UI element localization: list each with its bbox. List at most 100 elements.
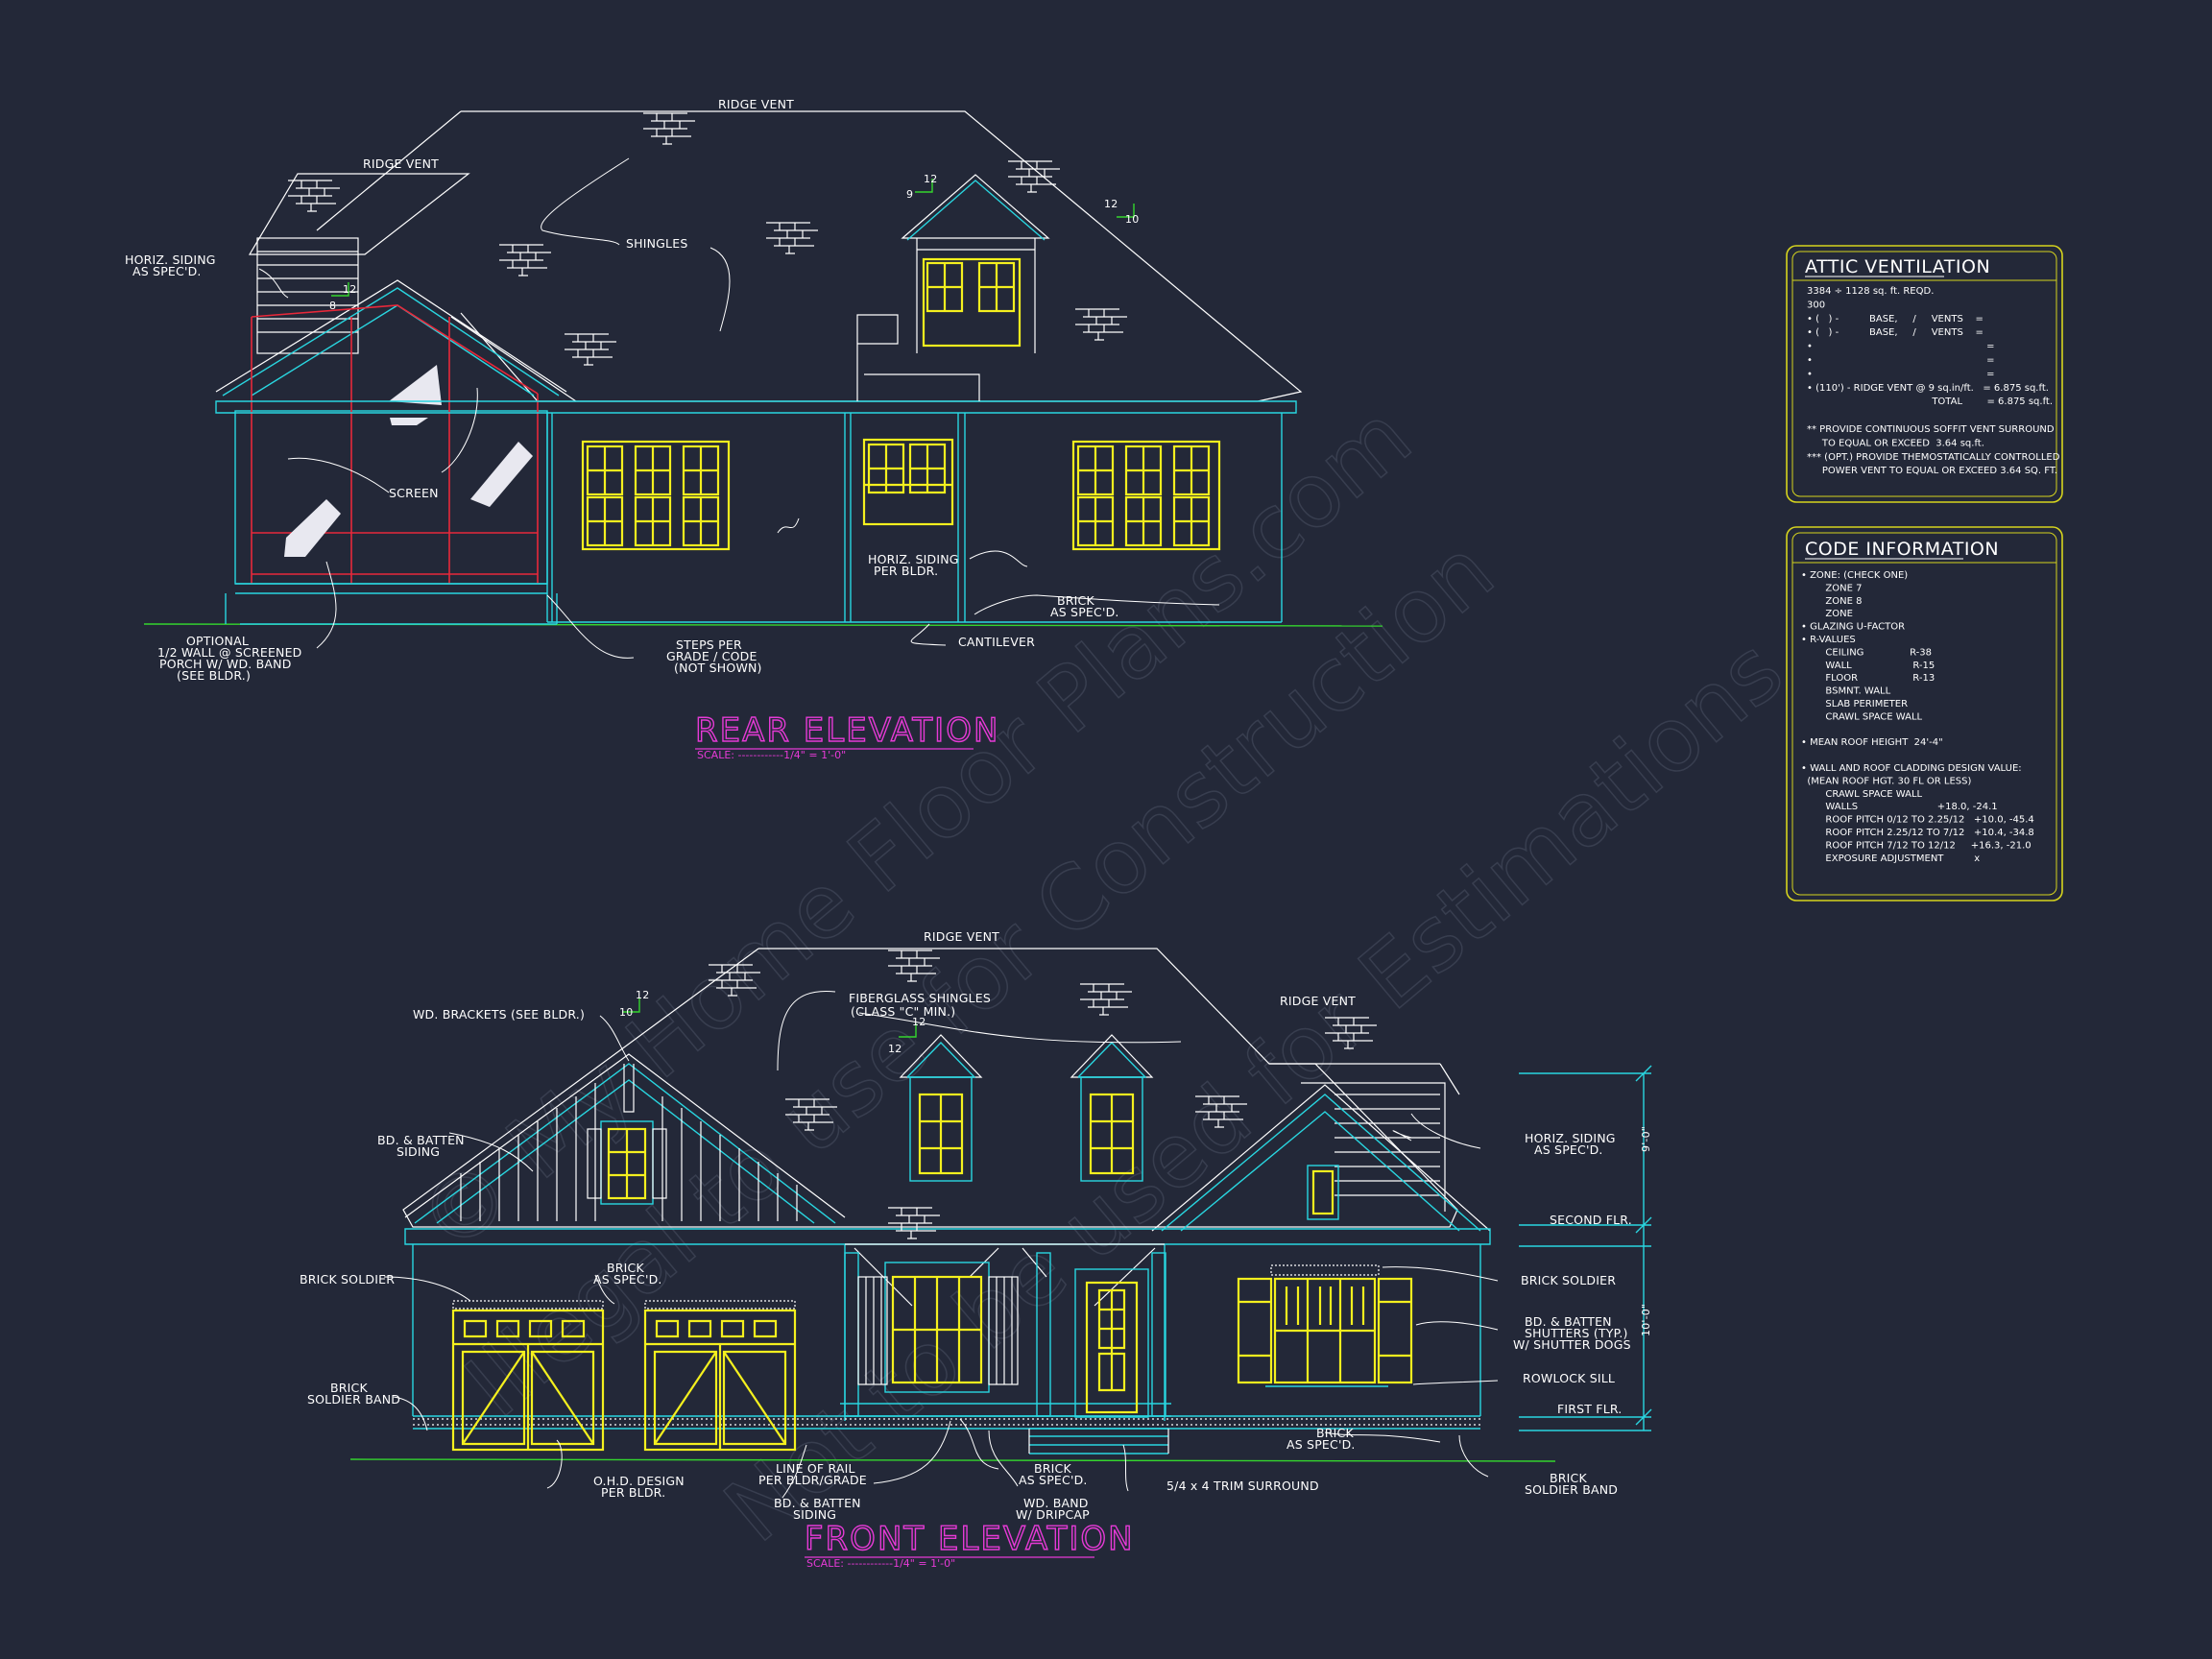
- rear-porch-gable: [215, 279, 567, 393]
- front-label-wd-band-1: WD. BAND: [1023, 1496, 1089, 1510]
- code-lines-line: ZONE: [1801, 609, 1853, 619]
- front-label-trim-surround: 5/4 x 4 TRIM SURROUND: [1166, 1479, 1319, 1493]
- code-lines-line: • WALL AND ROOF CLADDING DESIGN VALUE:: [1801, 763, 2022, 774]
- front-garage-door-left: [451, 1300, 605, 1452]
- front-pitch-a-run: 10: [619, 1006, 633, 1019]
- code-lines-line: EXPOSURE ADJUSTMENT x: [1801, 854, 1980, 864]
- code-information-panel: CODE INFORMATION • ZONE: (CHECK ONE) ZON…: [1786, 526, 2063, 902]
- attic-lines-line: 300: [1807, 300, 1825, 310]
- rear-window-left: [581, 440, 731, 551]
- attic-ventilation-lines: 3384 ÷ 1128 sq. ft. REQD. 300 • ( ) - BASE…: [1807, 286, 2060, 476]
- attic-lines-line: • =: [1807, 369, 1994, 379]
- code-information-title: CODE INFORMATION: [1805, 539, 1999, 560]
- screen-reflection-3: [470, 442, 533, 507]
- code-lines-line: CRAWL SPACE WALL: [1801, 789, 1923, 800]
- front-label-shutters-3: W/ SHUTTER DOGS: [1513, 1337, 1631, 1352]
- code-lines-line: BSMNT. WALL: [1801, 686, 1891, 697]
- front-dimension-lines: [1519, 1065, 1652, 1431]
- front-dim-lower: 10'-0": [1640, 1304, 1652, 1336]
- front-label-brick-band-2: SOLDIER BAND: [307, 1392, 400, 1407]
- code-information-lines: • ZONE: (CHECK ONE) ZONE 7 ZONE 8 ZONE• …: [1801, 570, 2034, 864]
- attic-lines-line: • =: [1807, 355, 1994, 366]
- attic-lines-line: • =: [1807, 342, 1994, 352]
- front-label-brick-spec-2: AS SPEC'D.: [593, 1272, 662, 1286]
- code-lines-line: CEILING R-38: [1801, 647, 1932, 658]
- rear-window-right: [1071, 440, 1221, 551]
- front-label-shutters-1: BD. & BATTEN: [1525, 1314, 1612, 1329]
- front-label-brick-band-right-1: BRICK: [1550, 1471, 1587, 1485]
- code-lines-line: CRAWL SPACE WALL: [1801, 711, 1923, 722]
- rear-label-horiz-per-1: HORIZ. SIDING: [868, 552, 959, 566]
- attic-lines-line: • (110') - RIDGE VENT @ 9 sq.in/ft. = 6.…: [1807, 383, 2049, 394]
- rear-label-optional-3: PORCH W/ WD. BAND: [159, 657, 292, 671]
- rear-label-horiz-per-2: PER BLDR.: [874, 564, 938, 578]
- rear-label-optional-2: 1/2 WALL @ SCREENED: [157, 645, 302, 660]
- front-gable-vent: [1311, 1169, 1334, 1215]
- front-main-wall: [404, 1228, 1491, 1245]
- front-label-brick-spec-1: BRICK: [607, 1261, 644, 1275]
- front-label-line-rail-1: LINE OF RAIL: [776, 1461, 855, 1476]
- front-label-brick-soldier-right: BRICK SOLDIER: [1521, 1273, 1616, 1287]
- front-label-ridge-vent-right: RIDGE VENT: [1280, 994, 1356, 1008]
- front-dim-upper: 9'-0": [1640, 1126, 1652, 1152]
- rear-label-steps-2: GRADE / CODE: [666, 649, 757, 663]
- screen-reflection-2: [284, 499, 341, 557]
- code-lines-line: • ZONE: (CHECK ONE): [1801, 570, 1908, 581]
- front-label-horiz-right-1: HORIZ. SIDING: [1525, 1131, 1616, 1145]
- front-label-fiberglass-1: FIBERGLASS SHINGLES: [849, 991, 991, 1005]
- rear-pitch-c-run: 10: [1125, 213, 1139, 226]
- code-lines-line: • GLAZING U-FACTOR: [1801, 622, 1905, 633]
- front-label-shutters-2: SHUTTERS (TYP.): [1525, 1326, 1628, 1340]
- front-ground-line: [349, 1458, 1556, 1462]
- rear-elevation-drawing: RIDGE VENT RIDGE VENT HORIZ. SIDING AS S…: [125, 97, 1383, 761]
- front-label-second-flr: SECOND FLR.: [1550, 1213, 1632, 1227]
- rear-pitch-a-rise: 12: [343, 283, 356, 296]
- front-label-wd-band-2: W/ DRIPCAP: [1016, 1507, 1090, 1522]
- rear-label-steps-3: (NOT SHOWN): [674, 661, 762, 675]
- front-dormer-left: [899, 1034, 983, 1182]
- rear-pitch-c-rise: 12: [1104, 198, 1118, 210]
- code-lines-line: (MEAN ROOF HGT. 30 FL OR LESS): [1801, 776, 1972, 786]
- front-pitch-b-rise: 12: [912, 1016, 926, 1028]
- code-lines-line: FLOOR R-13: [1801, 673, 1935, 684]
- rear-label-optional-1: OPTIONAL: [186, 634, 249, 648]
- rear-label-ridge-vent-left: RIDGE VENT: [363, 156, 439, 171]
- front-elevation-scale: SCALE: ------------1/4" = 1'-0": [806, 1557, 955, 1570]
- attic-ventilation-title: ATTIC VENTILATION: [1805, 256, 1990, 277]
- front-steps: [1029, 1428, 1168, 1455]
- front-label-bd-batten-siding-2: SIDING: [397, 1144, 440, 1159]
- code-lines-line: WALL R-15: [1801, 661, 1935, 671]
- front-label-bd-batten-siding-1: BD. & BATTEN: [377, 1133, 465, 1147]
- front-label-brick-band-1: BRICK: [330, 1381, 368, 1395]
- front-entry-door: [1074, 1268, 1149, 1418]
- front-label-brick-right-2: AS SPEC'D.: [1286, 1437, 1356, 1452]
- code-lines-line: • R-VALUES: [1801, 635, 1856, 645]
- code-lines-line: WALLS +18.0, -24.1: [1801, 802, 1998, 812]
- code-lines-line: ROOF PITCH 0/12 TO 2.25/12 +10.0, -45.4: [1801, 815, 2034, 826]
- rear-label-cantilever: CANTILEVER: [958, 635, 1035, 649]
- front-label-brick-band-right-2: SOLDIER BAND: [1525, 1482, 1618, 1497]
- attic-lines-line: 3384 ÷ 1128 sq. ft. REQD.: [1807, 286, 1934, 297]
- attic-lines-line: *** (OPT.) PROVIDE THEMOSTATICALLY CONTR…: [1807, 452, 2060, 463]
- front-elevation-title: FRONT ELEVATION: [805, 1520, 1135, 1558]
- attic-ventilation-panel: ATTIC VENTILATION 3384 ÷ 1128 sq. ft. RE…: [1786, 245, 2063, 503]
- front-label-bd-batten-bottom-2: SIDING: [793, 1507, 836, 1522]
- front-label-rowlock: ROWLOCK SILL: [1523, 1371, 1615, 1385]
- attic-lines-line: • ( ) - BASE, / VENTS =: [1807, 327, 1984, 338]
- code-lines-line: ROOF PITCH 2.25/12 TO 7/12 +10.4, -34.8: [1801, 828, 2034, 838]
- screen-reflection-1: [389, 365, 442, 405]
- front-label-horiz-right-2: AS SPEC'D.: [1534, 1142, 1603, 1157]
- front-label-ohd-2: PER BLDR.: [601, 1485, 665, 1500]
- attic-lines-line: TO EQUAL OR EXCEED 3.64 sq.ft.: [1807, 438, 1984, 448]
- watermark-line-1: © My Home Floor Plans.com: [398, 385, 1430, 1274]
- rear-label-screen: SCREEN: [389, 486, 439, 500]
- code-lines-line: SLAB PERIMETER: [1801, 699, 1908, 709]
- front-label-first-flr: FIRST FLR.: [1557, 1402, 1622, 1416]
- attic-lines-line: POWER VENT TO EQUAL OR EXCEED 3.64 SQ. F…: [1807, 466, 2057, 476]
- attic-lines-line: TOTAL = 6.875 sq.ft.: [1807, 397, 2053, 407]
- attic-lines-line: ** PROVIDE CONTINUOUS SOFFIT VENT SURROU…: [1807, 424, 2055, 435]
- front-pitch-b-run: 12: [888, 1043, 902, 1055]
- front-label-bd-batten-bottom-1: BD. & BATTEN: [774, 1496, 861, 1510]
- rear-main-roof: [460, 110, 1303, 402]
